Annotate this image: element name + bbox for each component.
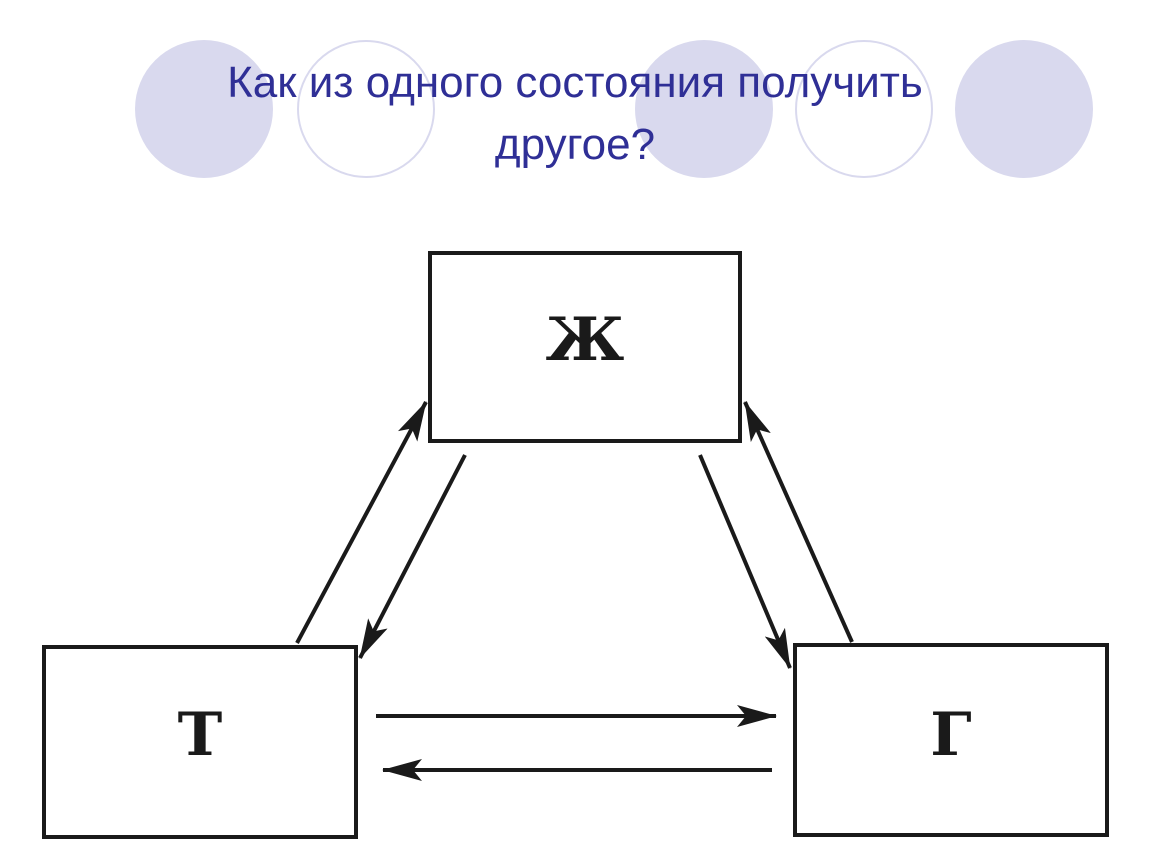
node-label-gas: Г — [930, 700, 971, 770]
node-box-gas — [793, 643, 1109, 837]
arrow-solid-to-liquid — [295, 401, 428, 644]
slide-title: Как из одного состояния получить другое? — [100, 52, 1050, 176]
node-gas: Г — [793, 643, 1109, 837]
decor-circle-outline — [795, 40, 933, 178]
arrow-gas-to-liquid — [743, 401, 854, 643]
arrow-liquid-to-solid — [358, 454, 467, 659]
decor-circle-filled — [135, 40, 273, 178]
node-box-solid — [42, 645, 358, 839]
decorative-circles — [0, 0, 1150, 200]
node-liquid: Ж — [428, 251, 742, 443]
node-label-solid: Т — [178, 700, 223, 770]
decor-circle-filled — [955, 40, 1093, 178]
node-label-liquid: Ж — [546, 305, 625, 375]
decor-circle-outline — [297, 40, 435, 178]
node-solid: Т — [42, 645, 358, 839]
title-line-1: Как из одного состояния получить — [227, 58, 923, 107]
decor-circle-filled — [635, 40, 773, 178]
arrow-liquid-to-gas — [698, 454, 792, 669]
title-line-2: другое? — [494, 120, 656, 169]
node-box-liquid — [428, 251, 742, 443]
